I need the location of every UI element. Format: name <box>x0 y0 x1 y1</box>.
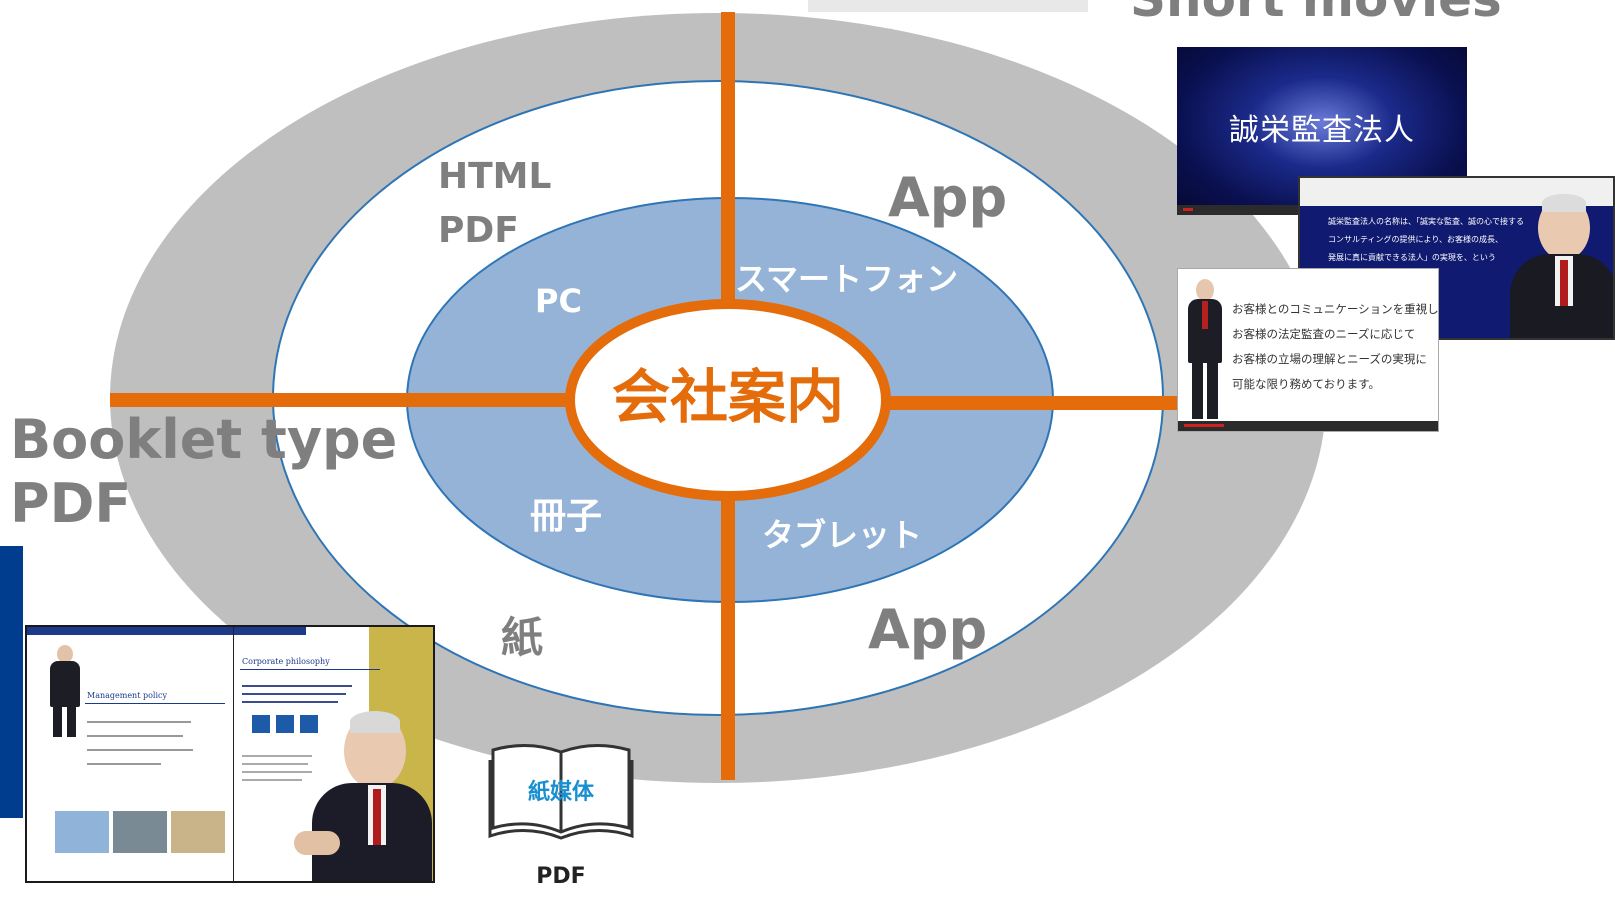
outer-label-booklet-pdf: PDF <box>10 472 132 535</box>
video-thumbnail-caption[interactable]: 誠栄監査法人の名称は、「誠実な監査、誠の心で接する コンサルティングの提供により… <box>1298 176 1615 340</box>
quote-line-1: お客様とのコミュニケーションを重視し <box>1232 302 1439 316</box>
inner-label-smartphone: スマートフォン <box>735 260 959 298</box>
middle-label-paper: 紙 <box>501 613 544 662</box>
quote-line-2: お客様の法定監査のニーズに応じて <box>1232 327 1416 341</box>
caption-line-2: コンサルティングの提供により、お客様の成長、 <box>1328 235 1504 244</box>
speaker-portrait <box>1500 192 1613 338</box>
video-title-text: 誠栄監査法人 <box>1229 113 1415 148</box>
standing-man-figure <box>1184 279 1226 419</box>
booklet-spread[interactable]: Management policy Corporate philosophy <box>25 625 435 883</box>
video-control-bar[interactable] <box>1178 421 1438 431</box>
middle-label-app-bottom: App <box>868 598 988 661</box>
quote-line-4: 可能な限り務めております。 <box>1232 377 1381 391</box>
middle-label-app-top: App <box>888 166 1008 229</box>
faint-top-graphic <box>808 0 1088 12</box>
outer-label-booklet-type: Booklet type <box>10 408 398 471</box>
open-book-icon <box>488 743 634 840</box>
right-page-heading: Corporate philosophy <box>242 657 330 666</box>
left-page-portrait <box>47 645 83 737</box>
middle-label-pdf: PDF <box>438 210 519 251</box>
caption-line-1: 誠栄監査法人の名称は、「誠実な監査、誠の心で接する <box>1328 217 1524 226</box>
center-ellipse <box>565 299 891 501</box>
caption-line-3: 発展に真に貢献できる法人」の実現を、という <box>1328 253 1496 262</box>
inner-label-pc: PC <box>535 282 582 320</box>
booklet-right-page: Corporate philosophy <box>234 627 433 881</box>
center-label: 会社案内 <box>611 363 844 431</box>
right-page-portrait <box>294 711 432 881</box>
left-page-heading: Management policy <box>87 691 168 700</box>
quote-line-3: お客様の立場の理解とニーズの実現に <box>1232 352 1427 366</box>
middle-label-html: HTML <box>438 156 552 197</box>
inner-label-tablet: タブレット <box>762 516 923 554</box>
outer-label-short-movies: Short movies <box>1130 0 1502 28</box>
paper-media-caption: PDF <box>536 864 586 889</box>
video-thumbnail-quote[interactable]: お客様とのコミュニケーションを重視し お客様の法定監査のニーズに応じて お客様の… <box>1177 268 1439 432</box>
inner-label-booklet: 冊子 <box>530 496 603 537</box>
paper-media-label: 紙媒体 <box>527 780 594 805</box>
booklet-left-page: Management policy <box>27 627 234 881</box>
left-edge-strip <box>0 546 23 818</box>
